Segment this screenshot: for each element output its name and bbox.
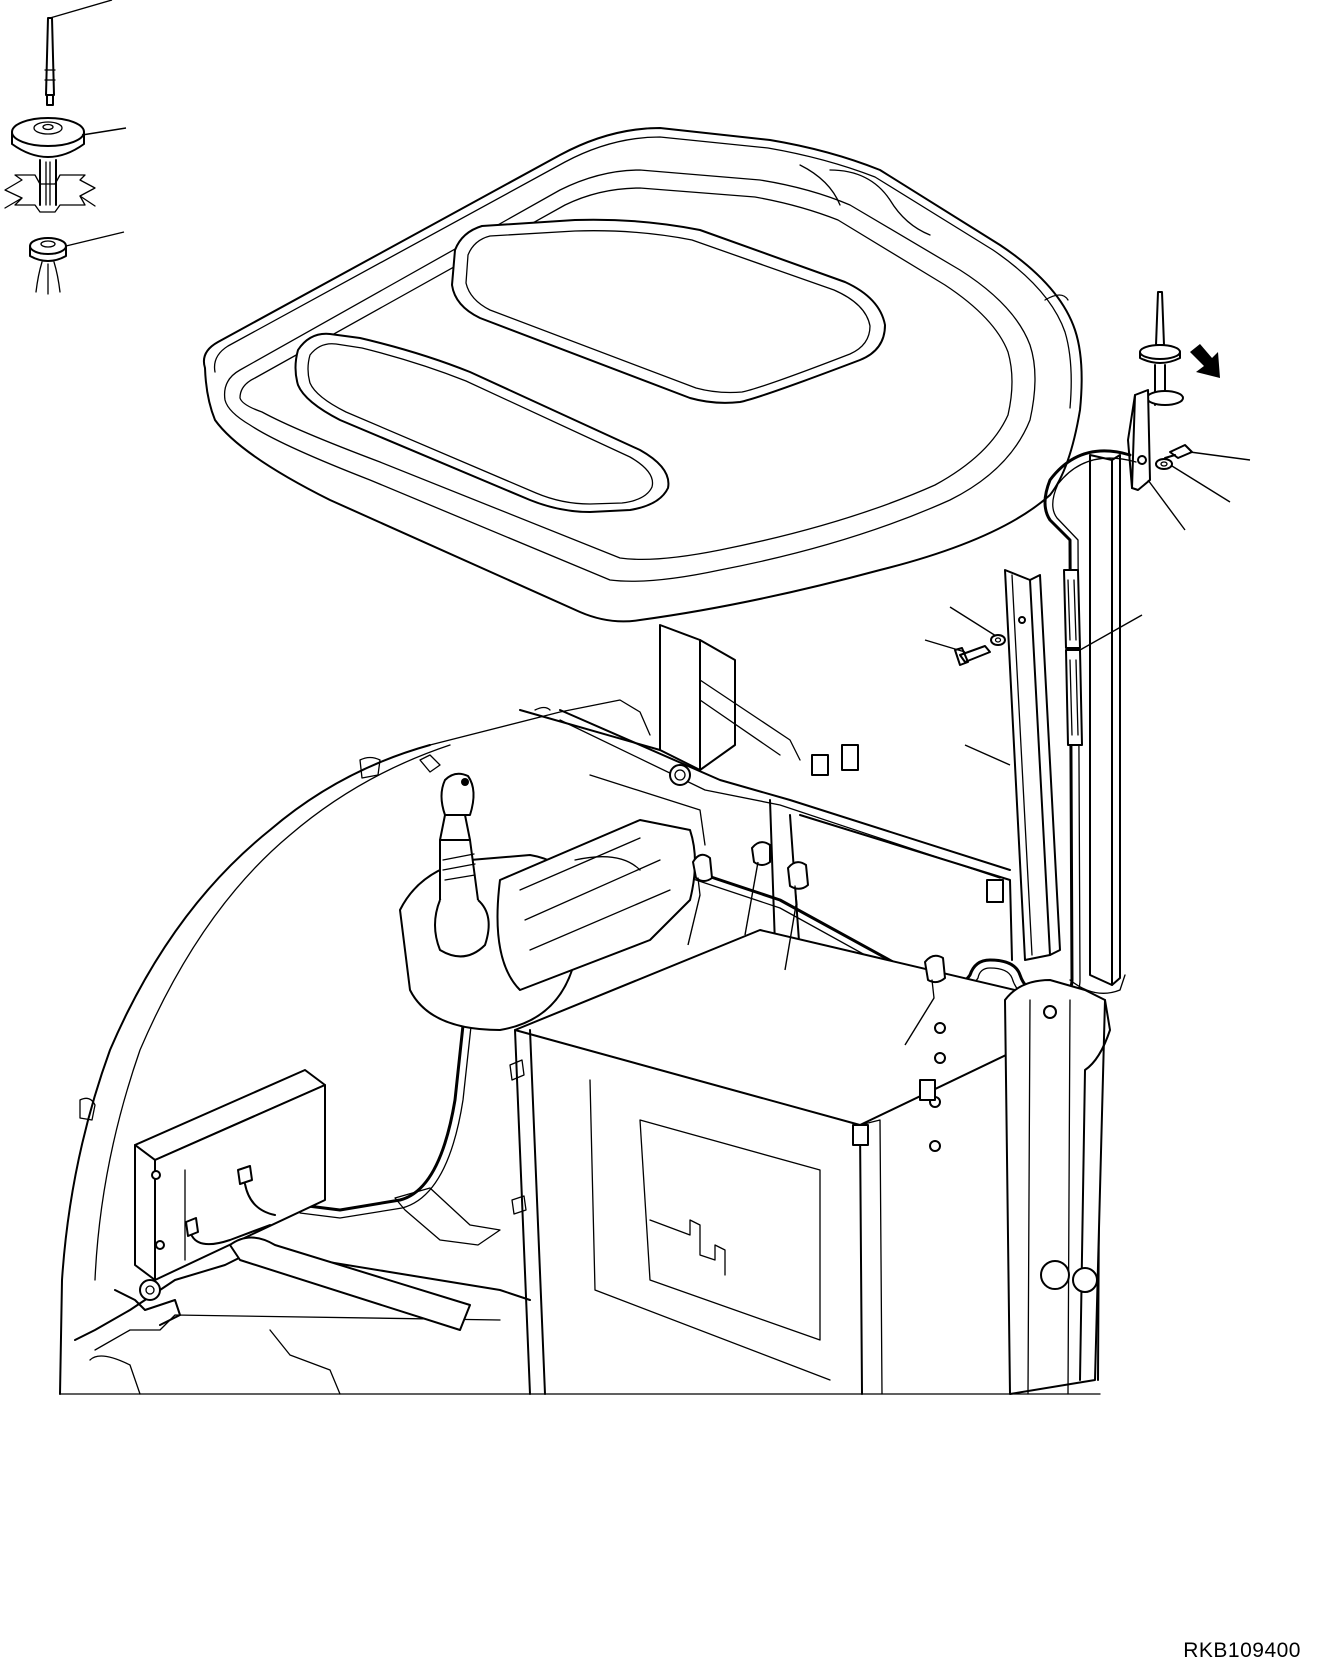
callout-leaders bbox=[50, 0, 1250, 1045]
bracket-mounting-bolt bbox=[1165, 445, 1192, 458]
antenna-base-mount bbox=[12, 118, 84, 157]
roof-recess-large bbox=[452, 220, 885, 403]
antenna-grommet bbox=[30, 238, 66, 261]
cable-clamp-3 bbox=[788, 862, 808, 905]
antenna-mount-stem bbox=[40, 160, 56, 205]
floor-plate bbox=[75, 1188, 530, 1394]
control-lever bbox=[435, 774, 489, 957]
roof-panel-break-symbol bbox=[5, 175, 95, 212]
channel-washer bbox=[991, 635, 1005, 645]
roof-recess-small bbox=[296, 334, 669, 512]
cable-clamp-1 bbox=[693, 855, 712, 895]
floor-boss-bolts bbox=[670, 745, 1003, 1145]
right-frame-member bbox=[1005, 980, 1110, 1394]
cable-clamp-4 bbox=[925, 956, 945, 998]
control-box bbox=[135, 1070, 325, 1280]
antenna-rod bbox=[45, 18, 55, 105]
canopy-roof bbox=[204, 128, 1082, 621]
box-connector-pair bbox=[186, 1166, 275, 1244]
channel-mounting-bolt bbox=[955, 646, 990, 665]
cab-floor-frame bbox=[60, 700, 1012, 1394]
antenna-cable-ends bbox=[36, 262, 60, 294]
antenna-installed bbox=[1140, 292, 1183, 405]
bracket-washer bbox=[1156, 459, 1172, 469]
frame-tabs bbox=[80, 708, 550, 1215]
canopy-post-center bbox=[660, 625, 800, 770]
seat-mount-stand bbox=[515, 930, 1100, 1394]
antenna-bracket bbox=[1128, 390, 1150, 490]
antenna-detail-view bbox=[5, 18, 95, 294]
cable-protector-sleeve bbox=[1064, 570, 1082, 745]
drawing-code-label: RKB109400 bbox=[1183, 1639, 1301, 1662]
cable-cover-channel bbox=[1005, 570, 1060, 960]
cable-clamp-2 bbox=[752, 842, 770, 865]
view-direction-arrow bbox=[1190, 344, 1220, 378]
